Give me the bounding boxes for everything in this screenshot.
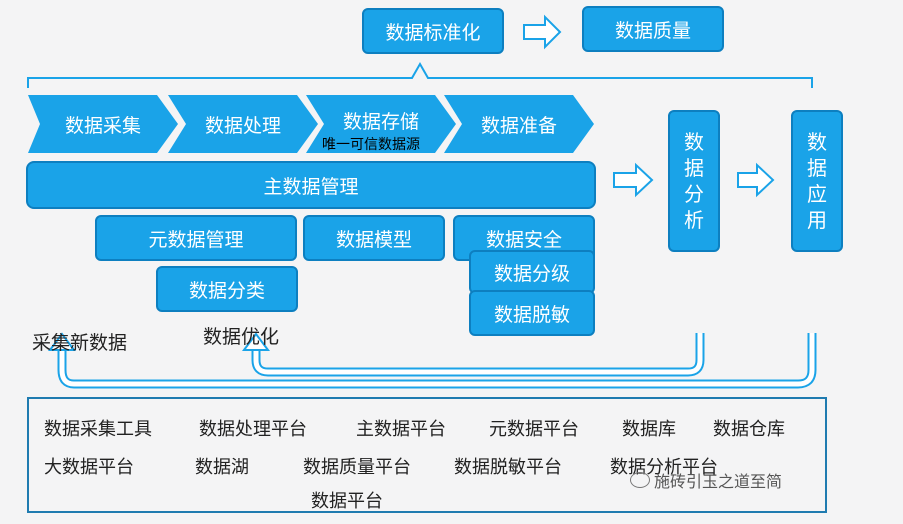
hollow-arrow-mid2 (737, 162, 775, 198)
tool-item: 主数据平台 (356, 419, 446, 440)
data-application-char: 应 (807, 182, 827, 206)
data-analysis-box: 数 据 分 析 (668, 110, 720, 252)
data-application-char: 据 (807, 156, 827, 180)
pipeline-step-process: 数据处理 (168, 95, 318, 153)
data-standardization-box: 数据标准化 (362, 8, 504, 54)
tools-frame (27, 397, 827, 513)
feedback-loop-inner (251, 333, 705, 377)
data-analysis-char: 分 (684, 182, 704, 206)
feedback-arrowhead-outer (48, 332, 76, 351)
hollow-arrow-top (523, 14, 562, 50)
pipeline-step-prepare: 数据准备 (444, 95, 594, 153)
data-optimization-label: 数据优化 (203, 326, 280, 348)
tool-item: 数据采集工具 (44, 419, 152, 440)
data-application-char: 数 (807, 130, 827, 154)
pipeline-step-store-label: 数据存储 (342, 111, 419, 133)
pipeline-step-collect: 数据采集 (28, 95, 178, 153)
feedback-arrowhead-inner (242, 332, 270, 351)
hollow-arrow-mid1 (613, 162, 654, 198)
data-masking-box: 数据脱敏 (469, 290, 595, 336)
data-application-box: 数 据 应 用 (791, 110, 843, 252)
data-application-char: 用 (807, 208, 827, 232)
tool-item: 数据处理平台 (199, 419, 307, 440)
master-data-management-box: 主数据管理 (26, 161, 596, 209)
data-analysis-char: 数 (684, 130, 704, 154)
data-quality-box: 数据质量 (582, 6, 724, 52)
tool-item: 数据湖 (195, 457, 249, 478)
tool-item: 元数据平台 (489, 419, 579, 440)
data-classification-box: 数据分类 (156, 266, 298, 312)
watermark: 施砖引玉之道至简 (630, 468, 782, 492)
top-brace (27, 61, 813, 88)
data-analysis-char: 析 (684, 208, 704, 232)
collect-new-data-label: 采集新数据 (32, 332, 128, 354)
pipeline-step-store: 数据存储 (306, 95, 456, 153)
tool-item: 数据库 (622, 419, 676, 440)
wechat-icon (630, 472, 650, 488)
single-source-of-truth-note: 唯一可信数据源 (322, 137, 420, 153)
tool-item: 数据质量平台 (303, 457, 411, 478)
tool-item: 大数据平台 (44, 457, 134, 478)
tool-item: 数据仓库 (713, 419, 785, 440)
tool-item: 数据脱敏平台 (454, 457, 562, 478)
watermark-text: 施砖引玉之道至简 (654, 472, 783, 491)
metadata-management-box: 元数据管理 (95, 215, 297, 261)
data-model-box: 数据模型 (303, 215, 445, 261)
data-analysis-char: 据 (684, 156, 704, 180)
data-grading-box: 数据分级 (469, 250, 595, 294)
tool-item: 数据平台 (311, 491, 383, 512)
